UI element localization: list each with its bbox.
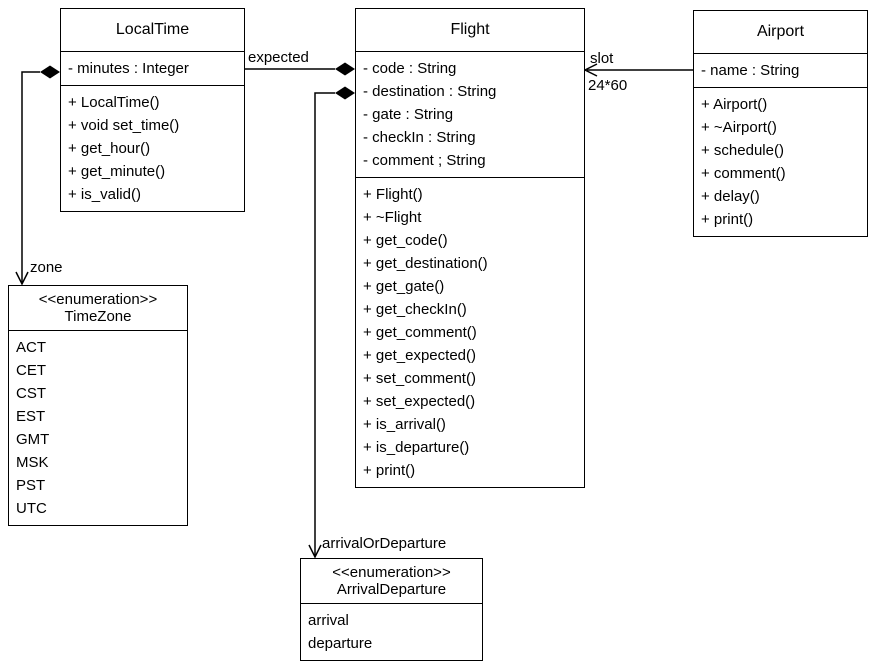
zone-association-line xyxy=(21,71,40,283)
attribute-line: - code : String xyxy=(363,60,457,77)
method-line: + is_arrival() xyxy=(363,416,446,433)
class-localtime-attributes: - minutes : Integer xyxy=(61,52,244,86)
enum-value-line: UTC xyxy=(16,500,47,517)
class-localtime-title: LocalTime xyxy=(61,9,244,52)
method-line: + print() xyxy=(701,211,754,228)
attribute-line: - name : String xyxy=(701,62,800,79)
class-flight-title: Flight xyxy=(356,9,584,52)
enum-value-line: CET xyxy=(16,362,46,379)
arrival-arrowhead-icon xyxy=(308,544,322,559)
method-line: + schedule() xyxy=(701,142,784,159)
class-flight: Flight - code : String - destination : St… xyxy=(355,8,585,488)
enum-value-line: CST xyxy=(16,385,46,402)
method-line: + ~Flight xyxy=(363,209,422,226)
method-line: + is_departure() xyxy=(363,439,470,456)
method-line: + is_valid() xyxy=(68,186,141,203)
enum-timezone-header: <<enumeration>> TimeZone xyxy=(9,286,187,331)
method-line: + comment() xyxy=(701,165,786,182)
method-line: + get_gate() xyxy=(363,278,445,295)
method-line: + get_code() xyxy=(363,232,448,249)
edge-label-arrivalordeparture: arrivalOrDeparture xyxy=(322,535,447,552)
method-line: + Flight() xyxy=(363,186,423,203)
enum-value-line: arrival xyxy=(308,612,349,629)
enum-timezone-title: TimeZone xyxy=(64,308,132,325)
method-line: + get_checkIn() xyxy=(363,301,467,318)
method-line: + Airport() xyxy=(701,96,768,113)
zone-composition-diamond-icon xyxy=(40,65,60,79)
method-line: + set_expected() xyxy=(363,393,476,410)
class-airport: Airport - name : String + Airport() + ~Ai… xyxy=(693,10,868,237)
enum-value-line: PST xyxy=(16,477,46,494)
enum-arrivaldeparture-header: <<enumeration>> ArrivalDeparture xyxy=(301,559,482,604)
method-line: + get_expected() xyxy=(363,347,476,364)
method-line: + get_minute() xyxy=(68,163,166,180)
method-line: + LocalTime() xyxy=(68,94,160,111)
attribute-line: - gate : String xyxy=(363,106,454,123)
edge-label-slot: slot xyxy=(590,50,614,67)
class-flight-methods: + Flight() + ~Flight + get_code() + get_des… xyxy=(356,178,584,487)
edge-label-zone: zone xyxy=(30,259,63,276)
method-line: + set_comment() xyxy=(363,370,476,387)
enum-arrivaldeparture: <<enumeration>> ArrivalDeparture arrival… xyxy=(300,558,483,661)
class-airport-methods: + Airport() + ~Airport() + schedule() + com… xyxy=(694,88,867,236)
enum-value-line: GMT xyxy=(16,431,50,448)
arrival-association-line xyxy=(314,92,335,556)
attribute-line: - comment ; String xyxy=(363,152,486,169)
zone-arrowhead-icon xyxy=(15,271,29,286)
class-localtime-methods: + LocalTime() + void set_time() + get_hour… xyxy=(61,86,244,211)
class-flight-attributes: - code : String - destination : String - g… xyxy=(356,52,584,178)
enum-value-line: MSK xyxy=(16,454,49,471)
method-line: + ~Airport() xyxy=(701,119,777,136)
enum-arrivaldeparture-title: ArrivalDeparture xyxy=(336,581,447,598)
class-airport-title: Airport xyxy=(694,11,867,54)
class-localtime: LocalTime - minutes : Integer + LocalTim… xyxy=(60,8,245,212)
edge-label-slot-multiplicity: 24*60 xyxy=(588,77,628,94)
enum-arrivaldeparture-values: arrival departure xyxy=(301,604,482,660)
method-line: + get_destination() xyxy=(363,255,488,272)
attribute-line: - checkIn : String xyxy=(363,129,476,146)
method-line: + print() xyxy=(363,462,416,479)
method-line: + get_hour() xyxy=(68,140,151,157)
enum-value-line: EST xyxy=(16,408,46,425)
enum-timezone-values: ACT CET CST EST GMT MSK PST UTC xyxy=(9,331,187,525)
edge-label-expected: expected xyxy=(248,49,309,66)
enum-value-line: departure xyxy=(308,635,373,652)
enum-timezone-stereotype: <<enumeration>> xyxy=(38,291,158,308)
method-line: + get_comment() xyxy=(363,324,477,341)
attribute-line: - destination : String xyxy=(363,83,497,100)
attribute-line: - minutes : Integer xyxy=(68,60,189,77)
method-line: + void set_time() xyxy=(68,117,180,134)
expected-composition-diamond-icon xyxy=(335,62,355,76)
enum-value-line: ACT xyxy=(16,339,46,356)
class-airport-attributes: - name : String xyxy=(694,54,867,88)
method-line: + delay() xyxy=(701,188,760,205)
arrival-composition-diamond-icon xyxy=(335,86,355,100)
enum-arrivaldeparture-stereotype: <<enumeration>> xyxy=(332,564,451,581)
enum-timezone: <<enumeration>> TimeZone ACT CET CST EST GMT… xyxy=(8,285,188,526)
